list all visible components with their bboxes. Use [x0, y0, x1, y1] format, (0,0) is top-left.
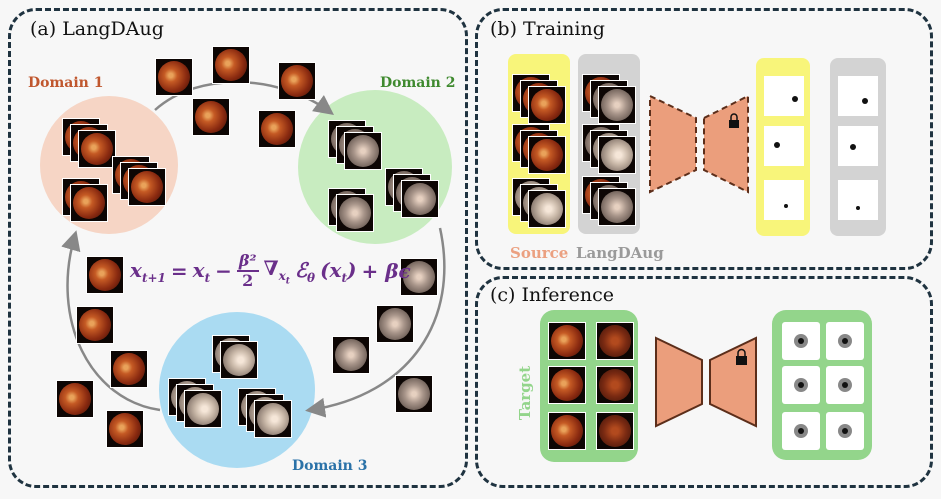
fundus-image	[598, 136, 636, 174]
langdaug-label: LangDAug	[576, 244, 664, 262]
fundus-image	[395, 375, 433, 413]
panel-inference	[475, 276, 933, 488]
mask-image	[838, 180, 878, 220]
fundus-image	[598, 86, 636, 124]
fundus-image	[548, 322, 586, 360]
decoder-trapezoid	[709, 336, 757, 428]
fundus-image	[528, 136, 566, 174]
panel-b-title: (b) Training	[490, 18, 605, 40]
fundus-image	[110, 350, 148, 388]
prediction-mask	[782, 322, 820, 360]
mask-image	[764, 76, 804, 116]
fundus-image	[344, 132, 382, 170]
mask-image	[764, 180, 804, 220]
domain-1-label: Domain 1	[28, 75, 104, 91]
lock-icon	[729, 120, 739, 128]
prediction-mask	[826, 366, 864, 404]
domain-2-label: Domain 2	[380, 75, 456, 91]
fundus-image	[76, 306, 114, 344]
fundus-image	[212, 46, 250, 84]
fundus-image	[184, 390, 222, 428]
fundus-image	[56, 380, 94, 418]
langevin-equation: xt+1 = xt − β² 2 ∇xt ℰθ (xt) + βϵ	[130, 251, 411, 290]
panel-a-title: (a) LangDAug	[30, 18, 164, 40]
fundus-image	[548, 366, 586, 404]
prediction-mask	[826, 412, 864, 450]
encoder-trapezoid	[655, 336, 703, 428]
lock-icon	[736, 356, 747, 365]
fundus-image	[192, 98, 230, 136]
fundus-image	[278, 62, 316, 100]
fundus-image	[70, 184, 108, 222]
mask-image	[764, 126, 804, 166]
fundus-image	[401, 180, 439, 218]
fundus-image	[332, 336, 370, 374]
fundus-image	[548, 412, 586, 450]
arrow-d3-to-d1	[61, 230, 161, 412]
fundus-image	[258, 110, 296, 148]
mask-image	[838, 126, 878, 166]
fundus-image	[596, 322, 634, 360]
fundus-image	[528, 190, 566, 228]
fundus-image	[596, 412, 634, 450]
fundus-image	[400, 258, 438, 296]
prediction-mask	[826, 322, 864, 360]
fundus-image	[528, 86, 566, 124]
encoder-trapezoid	[649, 94, 697, 194]
fundus-image	[376, 305, 414, 343]
domain-3-label: Domain 3	[292, 458, 368, 474]
fundus-image	[598, 188, 636, 226]
fundus-image	[78, 130, 116, 168]
fundus-image	[254, 400, 292, 438]
fundus-image	[106, 410, 144, 448]
mask-image	[838, 76, 878, 116]
panel-training	[475, 8, 933, 270]
arrow-d2-to-d3	[305, 227, 446, 418]
panel-c-title: (c) Inference	[490, 284, 614, 306]
source-label: Source	[510, 244, 569, 262]
fundus-image	[128, 168, 166, 206]
fundus-image	[86, 256, 124, 294]
prediction-mask	[782, 412, 820, 450]
prediction-mask	[782, 366, 820, 404]
fundus-image	[336, 194, 374, 232]
fundus-image	[596, 366, 634, 404]
fundus-image	[155, 58, 193, 96]
panel-langdaug	[8, 8, 468, 488]
fundus-image	[220, 341, 258, 379]
